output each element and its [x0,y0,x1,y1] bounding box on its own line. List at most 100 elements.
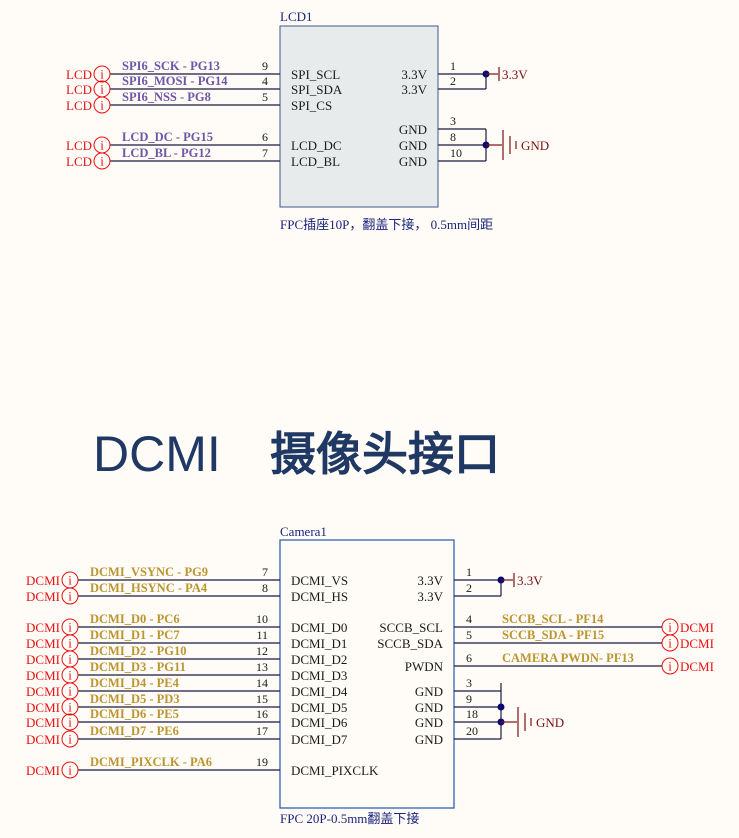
camera-net-label: DCMI_D2 - PG10 [90,644,187,658]
camera-net-label: DCMI_D6 - PE5 [90,707,179,721]
port-info-icon: i [668,659,672,674]
port-label: DCMI [680,620,714,635]
camera-net-label: DCMI_D5 - PD3 [90,692,180,706]
camera-net-label: DCMI_D1 - PC7 [90,628,180,642]
pin-number: 1 [466,565,472,579]
port-icon [661,657,679,675]
section-title-latin: DCMI [93,426,221,482]
port-label: DCMI [26,589,60,604]
lcd-connector-body [279,25,439,208]
pin-number: 4 [262,74,268,88]
port-icon [61,587,79,605]
pin-number: 16 [256,707,268,721]
gnd-net-label: GND [521,138,549,153]
pin-number: 12 [256,644,268,658]
pin-name: GND [415,700,443,715]
pin-name: LCD_DC [291,138,342,153]
port-info-icon: i [68,589,72,604]
pin-name: GND [415,684,443,699]
pin-name: DCMI_D4 [291,684,348,699]
pin-number: 18 [466,707,478,721]
port-icon [61,761,79,779]
pin-name: DCMI_D5 [291,700,347,715]
camera-net-label: SCCB_SDA - PF15 [502,628,604,642]
pin-number: 6 [262,130,268,144]
port-label: DCMI [26,573,60,588]
port-info-icon: i [100,82,104,97]
pin-number: 3 [466,676,472,690]
pin-name: 3.3V [417,589,443,604]
camera-net-label: DCMI_D3 - PG11 [90,660,186,674]
camera-designator: Camera1 [280,524,327,539]
section-title-chinese: 摄像头接口 [270,427,500,481]
pin-number: 10 [256,612,268,626]
pin-number: 8 [450,130,456,144]
port-info-icon: i [68,763,72,778]
pin-number: 13 [256,660,268,674]
lcd-net-label: SPI6_NSS - PG8 [122,90,211,104]
pin-name: DCMI_D1 [291,636,347,651]
port-info-icon: i [668,636,672,651]
camera-net-label: DCMI_D4 - PE4 [90,676,180,690]
pin-number: 2 [450,74,456,88]
pin-number: 15 [256,692,268,706]
port-icon [61,730,79,748]
pin-number: 5 [262,90,268,104]
pin-name: GND [399,122,427,137]
pin-name: SCCB_SCL [379,620,443,635]
pin-name: DCMI_VS [291,573,348,588]
port-icon [93,96,111,114]
port-label: DCMI [26,636,60,651]
port-info-icon: i [68,652,72,667]
port-label: LCD [66,154,92,169]
pin-number: 9 [262,59,268,73]
port-info-icon: i [68,573,72,588]
port-label: LCD [66,138,92,153]
pin-name: 3.3V [401,82,427,97]
port-info-icon: i [100,67,104,82]
pin-number: 20 [466,724,478,738]
port-icon [61,698,79,716]
pin-number: 11 [256,628,268,642]
pin-name: DCMI_HS [291,589,348,604]
port-label: DCMI [26,763,60,778]
port-info-icon: i [100,98,104,113]
pin-number: 9 [466,692,472,706]
port-info-icon: i [68,684,72,699]
port-label: DCMI [26,620,60,635]
port-label: DCMI [680,659,714,674]
port-icon [93,65,111,83]
pin-name: LCD_BL [291,154,340,169]
pin-name: SPI_SCL [291,67,340,82]
pin-name: GND [415,732,443,747]
power-net-label: 3.3V [502,67,528,82]
pin-name: DCMI_PIXCLK [291,763,379,778]
pin-name: 3.3V [401,67,427,82]
pin-name: DCMI_D0 [291,620,347,635]
port-label: DCMI [26,715,60,730]
pin-number: 10 [450,146,462,160]
pin-number: 19 [256,755,268,769]
port-info-icon: i [668,620,672,635]
camera-connector-body [279,539,455,809]
port-info-icon: i [68,715,72,730]
port-label: DCMI [26,668,60,683]
port-label: DCMI [680,636,714,651]
port-label: LCD [66,98,92,113]
port-icon [93,152,111,170]
gnd-net-label: GND [536,715,564,730]
camera-caption: FPC 20P-0.5mm翻盖下接 [280,811,419,826]
pin-name: DCMI_D6 [291,715,348,730]
pin-name: DCMI_D3 [291,668,347,683]
lcd-net-label: SPI6_MOSI - PG14 [122,74,228,88]
lcd-net-label: LCD_BL - PG12 [122,146,211,160]
pin-name: SPI_CS [291,98,332,113]
junction-dot [497,703,505,711]
camera-net-label: DCMI_VSYNC - PG9 [90,565,208,579]
port-icon [61,713,79,731]
camera-net-label: DCMI_D7 - PE6 [90,724,179,738]
pin-number: 8 [262,581,268,595]
port-label: DCMI [26,732,60,747]
camera-net-label: DCMI_HSYNC - PA4 [90,581,208,595]
